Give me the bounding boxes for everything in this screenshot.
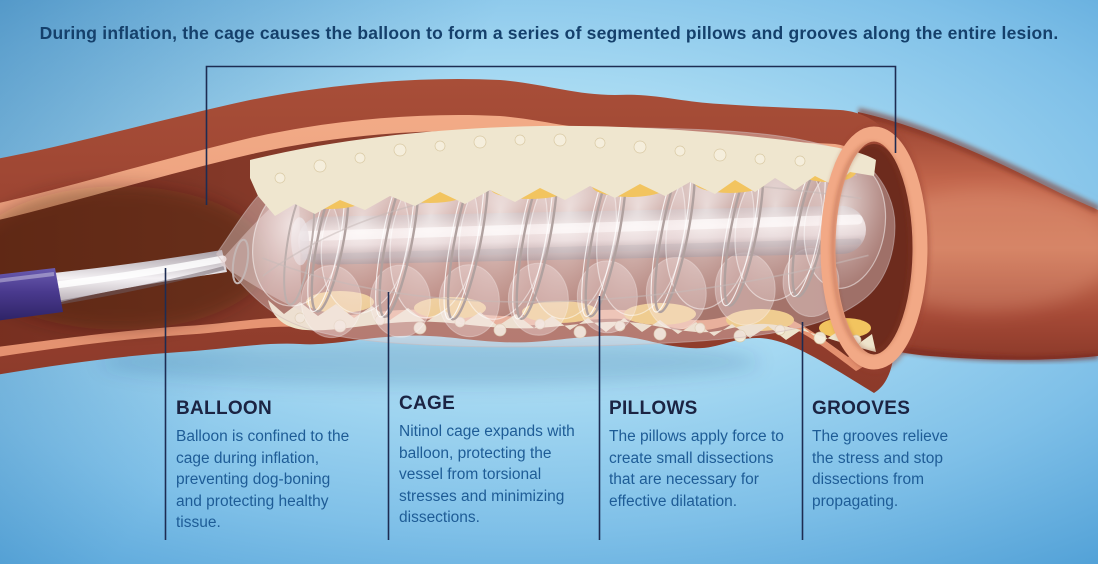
annotation-bracket	[205, 65, 897, 205]
callout-pillows: PILLOWS The pillows apply force to creat…	[609, 398, 799, 512]
plaque-top	[250, 125, 876, 216]
page-title: During inflation, the cage causes the ba…	[39, 23, 1059, 43]
callout-balloon: BALLOON Balloon is confined to the cage …	[176, 398, 352, 534]
callout-pillows-heading: PILLOWS	[609, 398, 698, 419]
callout-balloon-heading: BALLOON	[176, 398, 273, 419]
callout-cage: CAGE Nitinol cage expands with balloon, …	[399, 393, 595, 529]
callout-grooves: GROOVES The grooves relieve the stress a…	[812, 398, 954, 512]
callout-grooves-body: The grooves relieve the stress and stop …	[812, 428, 949, 510]
callout-cage-heading: CAGE	[399, 393, 456, 414]
callout-pillows-body: The pillows apply force to create small …	[609, 428, 784, 510]
callout-cage-body: Nitinol cage expands with balloon, prote…	[399, 423, 575, 526]
callout-balloon-body: Balloon is confined to the cage during i…	[176, 428, 350, 531]
leader-lines	[164, 268, 804, 540]
vessel-cutaway-rim	[820, 124, 930, 372]
callout-grooves-heading: GROOVES	[812, 398, 911, 419]
vessel-shadow	[100, 338, 760, 386]
catheter-hub	[0, 268, 63, 321]
